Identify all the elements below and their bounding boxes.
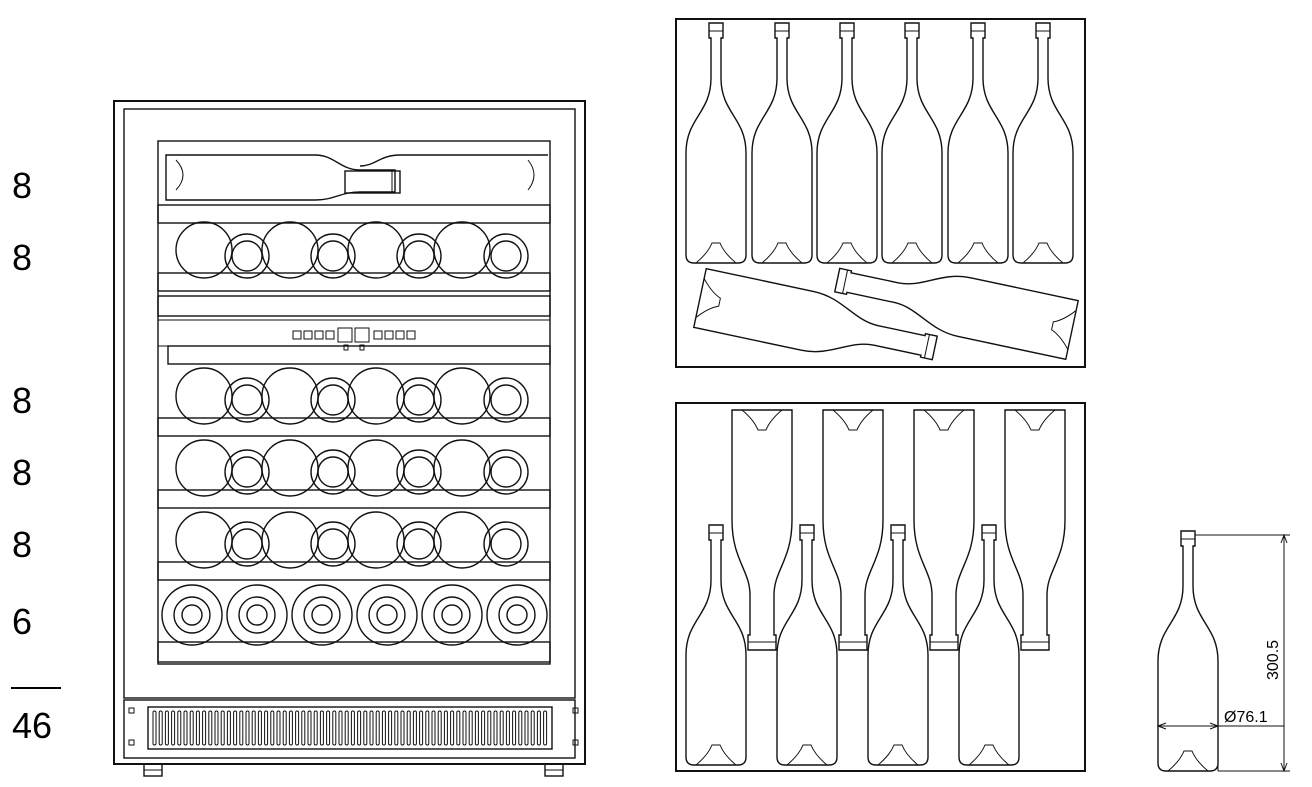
shelf-bottle-rows <box>161 221 548 646</box>
top-shelf-layout-diagram <box>675 18 1086 378</box>
shelf-count-2: 8 <box>12 237 33 278</box>
shelf-count-3: 8 <box>12 380 33 421</box>
bottle-dimension-drawing: 300.5 Ø76.1 <box>1156 530 1290 773</box>
top-shelf-bottles <box>165 154 548 201</box>
bottle-height-label: 300.5 <box>1265 640 1282 680</box>
ventilation-grille <box>123 699 579 759</box>
cabinet-feet <box>143 763 564 777</box>
shelves <box>157 204 551 663</box>
cabinet-outline <box>113 100 586 765</box>
bottle-diameter-label: Ø76.1 <box>1224 709 1268 726</box>
glass-panel <box>157 140 551 665</box>
shelf-count-1: 8 <box>12 165 33 206</box>
total-count: 46 <box>12 705 53 746</box>
shelf-count-4: 8 <box>12 452 33 493</box>
shelf-count-5: 8 <box>12 524 33 565</box>
door-frame <box>123 108 576 699</box>
sum-divider <box>11 687 61 689</box>
control-panel <box>157 319 551 351</box>
shelf-count-6: 6 <box>12 601 33 642</box>
shelf-layout-diagram <box>675 402 1086 772</box>
cabinet-front-view <box>113 100 586 777</box>
